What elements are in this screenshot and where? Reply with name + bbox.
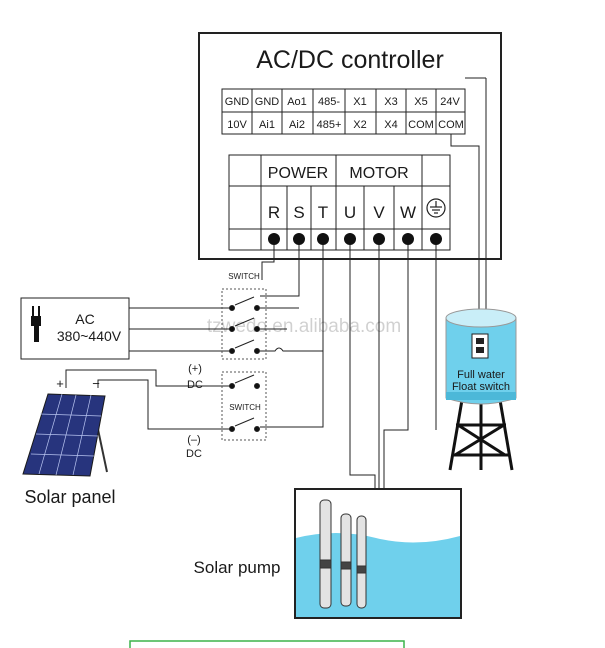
- switch-bottom-label: SWITCH: [229, 403, 261, 412]
- terminal-r: R: [268, 203, 280, 222]
- power-terminal-block: [228, 154, 451, 251]
- io-cell: GND: [225, 96, 250, 108]
- watermark: tzwedo.en.alibaba.com: [207, 316, 401, 337]
- io-cell: X4: [384, 119, 397, 131]
- ac-source: AC 380~440V: [20, 297, 130, 360]
- solar-panel-label: Solar panel: [24, 487, 115, 507]
- solar-pump: Solar pump: [194, 488, 462, 619]
- wires: [65, 77, 487, 488]
- io-cell: Ai2: [289, 119, 305, 131]
- solar-pump-label: Solar pump: [194, 558, 281, 577]
- terminal-v: V: [373, 203, 385, 222]
- io-terminal-block: [221, 88, 466, 135]
- io-cell: COM: [438, 119, 464, 131]
- earth-ground-icon: [426, 198, 446, 218]
- power-label: POWER: [268, 165, 328, 182]
- float-switch-icon: [471, 333, 489, 359]
- dc-negative-sign: (–): [187, 434, 200, 446]
- water-tank: Full water Float switch: [445, 308, 517, 471]
- switch-top: SWITCH: [221, 272, 267, 360]
- motor-label: MOTOR: [349, 165, 408, 182]
- switch-bottom: SWITCH: [221, 371, 267, 441]
- io-cell: Ai1: [259, 119, 275, 131]
- io-cell: 485-: [318, 96, 340, 108]
- dc-positive-sign: (+): [188, 363, 202, 375]
- plug-icon: [31, 306, 41, 342]
- terminal-t: T: [318, 203, 328, 222]
- dc-negative-label: DC: [186, 448, 202, 460]
- controller-title: AC/DC controller: [256, 46, 444, 74]
- solar-plus: +: [56, 376, 64, 391]
- io-cell: GND: [255, 96, 280, 108]
- io-cell: X1: [353, 96, 366, 108]
- terminal-screws: [268, 233, 442, 245]
- ac-label: AC: [75, 311, 94, 327]
- dc-positive-label: DC: [187, 379, 203, 391]
- float-switch-line1: Full water: [457, 369, 505, 381]
- io-cell: 24V: [440, 96, 460, 108]
- solar-panel: + − Solar panel: [22, 376, 116, 507]
- terminal-u: U: [344, 203, 356, 222]
- io-cell: Ao1: [287, 96, 307, 108]
- io-cell: X5: [414, 96, 427, 108]
- solar-minus: −: [92, 376, 100, 391]
- io-cell: 10V: [227, 119, 247, 131]
- switch-top-label: SWITCH: [228, 272, 260, 281]
- ac-voltage: 380~440V: [57, 328, 122, 344]
- float-switch-line2: Float switch: [452, 381, 510, 393]
- io-cell: X2: [353, 119, 366, 131]
- io-cell: COM: [408, 119, 434, 131]
- io-cell: X3: [384, 96, 397, 108]
- terminal-s: S: [293, 203, 304, 222]
- io-cell: 485+: [317, 119, 342, 131]
- terminal-w: W: [400, 203, 416, 222]
- bottom-frame: [129, 640, 405, 648]
